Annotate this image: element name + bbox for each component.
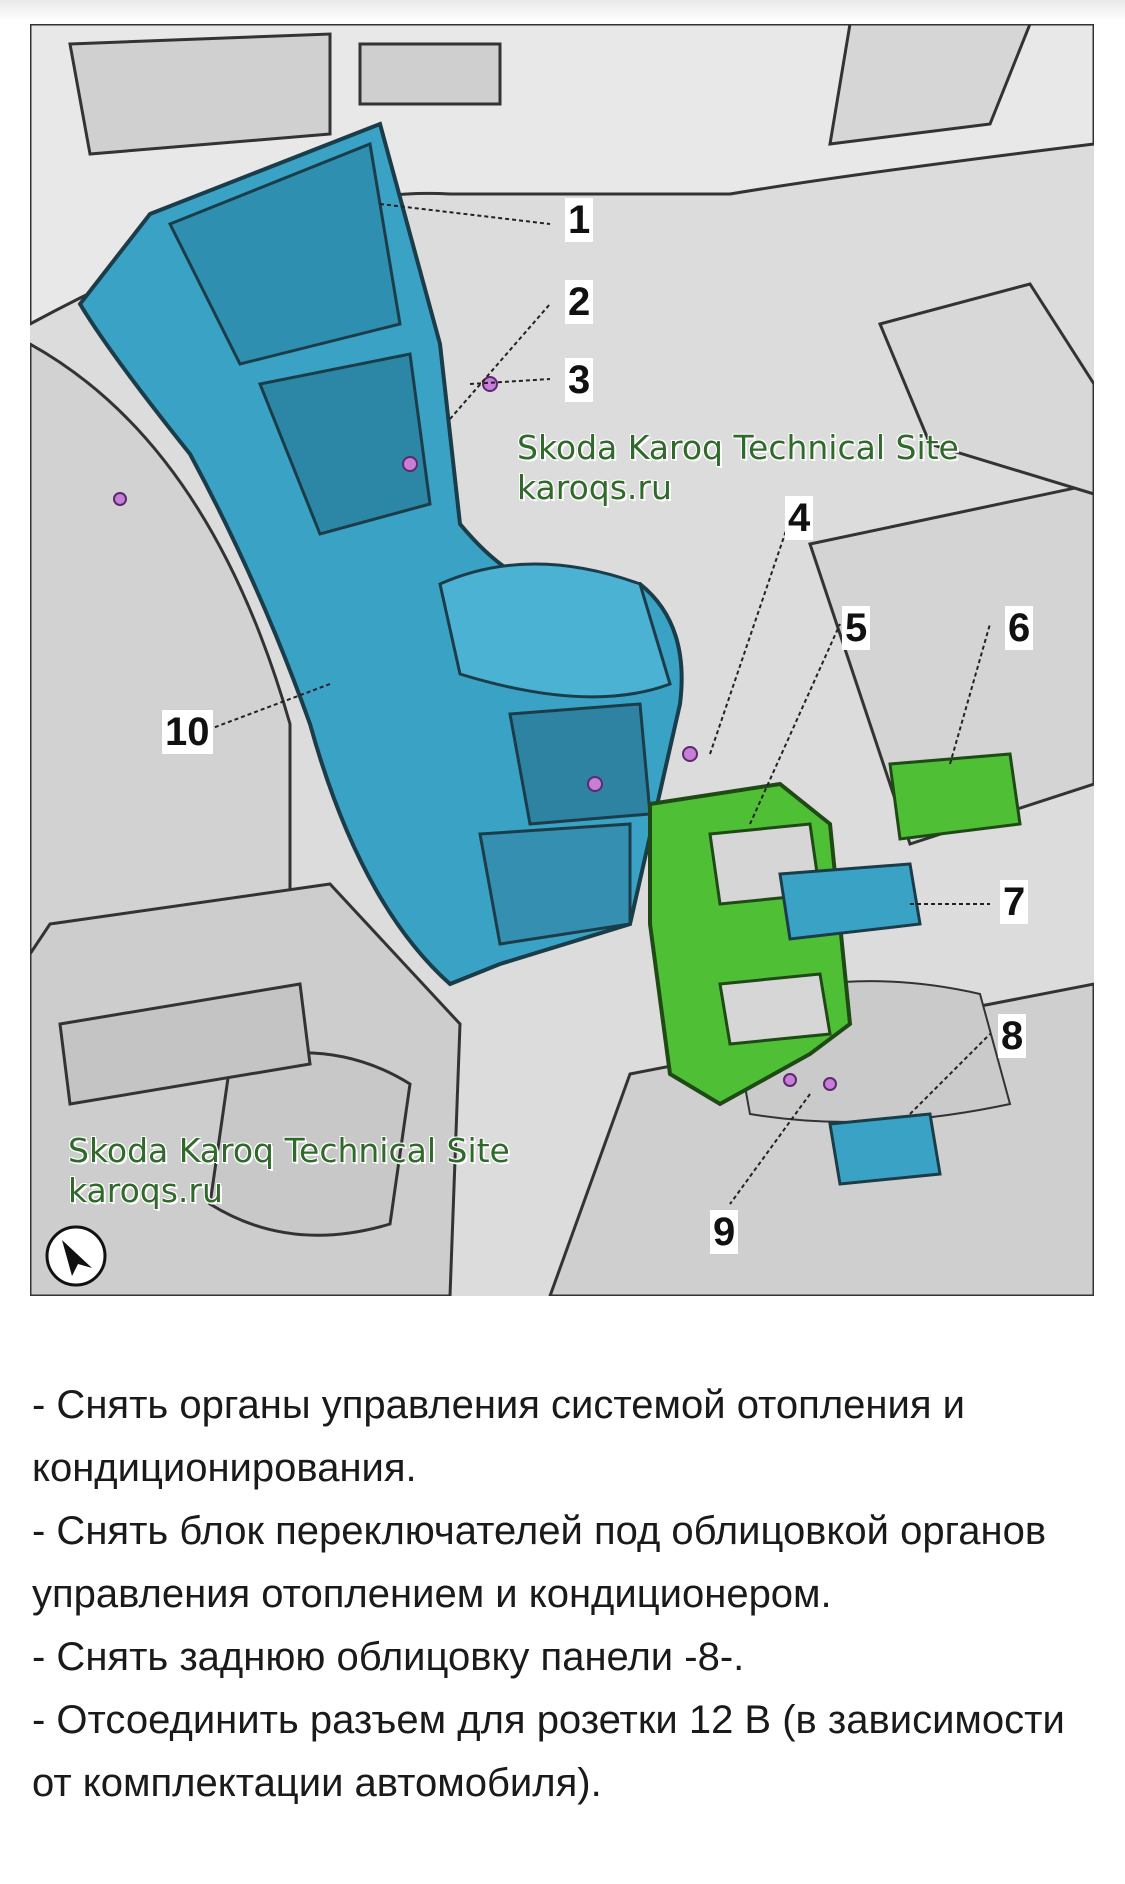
watermark-top: Skoda Karoq Technical Site karoqs.ru (517, 428, 959, 508)
watermark-bottom-line1: Skoda Karoq Technical Site (68, 1131, 510, 1170)
instruction-line: - Снять блок переключателей под облицовк… (32, 1509, 1047, 1616)
watermark-top-line2: karoqs.ru (517, 468, 672, 507)
callout-10: 10 (162, 710, 213, 754)
instruction-line: - Снять органы управления системой отопл… (32, 1383, 965, 1490)
navigation-arrow-icon (44, 1224, 108, 1288)
callout-3: 3 (565, 358, 594, 402)
top-shadow (0, 0, 1125, 22)
callout-9: 9 (710, 1210, 739, 1254)
callout-5: 5 (842, 606, 871, 650)
instruction-line: - Снять заднюю облицовку панели -8-. (32, 1635, 745, 1679)
callout-4: 4 (785, 496, 814, 540)
instructions-text: - Снять органы управления системой отопл… (32, 1374, 1102, 1815)
callout-7: 7 (1000, 880, 1029, 924)
exploded-diagram: 1 2 3 4 5 6 7 8 9 10 Skoda Karoq Technic… (30, 24, 1094, 1296)
callout-8: 8 (998, 1014, 1027, 1058)
callout-1: 1 (565, 198, 594, 242)
instruction-line: - Отсоединить разъем для розетки 12 В (в… (32, 1698, 1065, 1805)
callout-2: 2 (565, 280, 594, 324)
callout-6: 6 (1005, 606, 1034, 650)
watermark-bottom-line2: karoqs.ru (68, 1171, 223, 1210)
diagram-drawing (30, 24, 1094, 1296)
watermark-top-line1: Skoda Karoq Technical Site (517, 428, 959, 467)
watermark-bottom: Skoda Karoq Technical Site karoqs.ru (68, 1131, 510, 1211)
